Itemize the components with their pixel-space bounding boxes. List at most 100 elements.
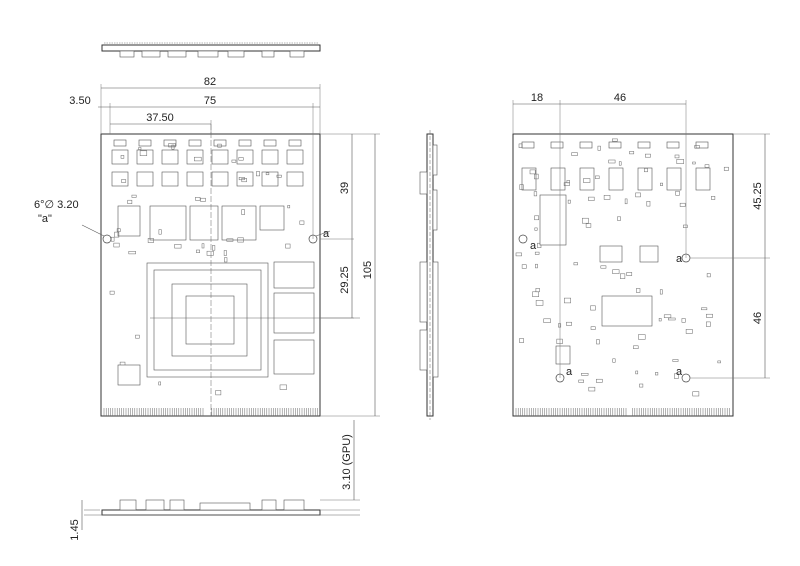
- pcb-component: [608, 159, 616, 164]
- pcb-component: [679, 202, 686, 207]
- pcb-component: [238, 139, 252, 147]
- front-dimensions: [81, 84, 380, 417]
- pcb-component: [128, 251, 136, 255]
- top-edge-view: [101, 42, 321, 58]
- pcb-component: [668, 317, 676, 321]
- pcb-component: [582, 217, 589, 224]
- pcb-component: [723, 166, 729, 171]
- back-board: [512, 133, 734, 417]
- pcb-component: [660, 182, 663, 186]
- pcb-component: [704, 164, 710, 168]
- pcb-component: [206, 250, 214, 256]
- pcb-component: [149, 205, 187, 241]
- pcb-component: [127, 199, 133, 204]
- pcb-component: [556, 338, 563, 344]
- pcb-component: [200, 197, 206, 202]
- dim-height: 105: [362, 261, 374, 279]
- edge-connector: [103, 408, 318, 416]
- pcb-component: [195, 197, 201, 201]
- pcb-component: [221, 205, 257, 241]
- pcb-component: [581, 373, 589, 376]
- pcb-component: [286, 171, 304, 187]
- pcb-component: [121, 179, 127, 183]
- pcb-component: [521, 141, 535, 149]
- dim-width: 82: [204, 76, 216, 88]
- pcb-component: [238, 157, 244, 161]
- pcb-component: [590, 305, 596, 311]
- pcb-component: [201, 243, 205, 249]
- pcb-component: [188, 139, 202, 147]
- pcb-component: [194, 156, 202, 162]
- pcb-component: [638, 334, 646, 340]
- pcb-component: [711, 196, 716, 200]
- dim-pcb-thickness: 1.45: [69, 519, 81, 540]
- pcb-component: [676, 159, 684, 164]
- pcb-component: [618, 161, 622, 166]
- pcb-component: [695, 141, 709, 149]
- pcb-component: [573, 262, 578, 266]
- pcb-component: [658, 318, 662, 322]
- pcb-component: [600, 265, 607, 269]
- pcb-component: [256, 171, 260, 177]
- pcb-component: [590, 326, 596, 330]
- dim-offset-left: 3.50: [69, 95, 90, 107]
- pcb-component: [681, 318, 686, 323]
- pcb-component: [161, 171, 179, 187]
- pcb-component: [529, 169, 536, 175]
- pcb-component: [675, 190, 680, 196]
- pcb-component: [521, 264, 527, 269]
- pcb-component: [637, 141, 651, 149]
- pcb-component: [555, 345, 571, 365]
- pcb-component: [224, 257, 228, 263]
- pcb-component: [109, 290, 115, 295]
- bottom-edge-view: [81, 420, 360, 530]
- pcb-component: [597, 145, 601, 151]
- dim-back-mid: 46: [614, 92, 626, 104]
- pcb-component: [706, 313, 713, 318]
- pcb-component: [612, 358, 616, 363]
- dim-inner: 75: [204, 95, 216, 107]
- pcb-component: [578, 379, 584, 383]
- pcb-component: [617, 216, 621, 221]
- back-hole-marker: a: [566, 366, 573, 378]
- memory-chip: [273, 339, 315, 375]
- pcb-component: [635, 370, 639, 375]
- pcb-component: [287, 205, 291, 209]
- pcb-component: [261, 149, 279, 165]
- dim-hole-from-top: 39: [339, 182, 351, 194]
- pcb-component: [659, 289, 663, 295]
- pcb-component: [639, 383, 644, 388]
- pcb-component: [519, 338, 524, 343]
- pcb-component: [147, 238, 154, 243]
- dim-back-vertical: 46: [752, 312, 764, 324]
- pcb-component: [136, 171, 154, 187]
- pcb-component: [534, 227, 538, 231]
- pcb-component: [189, 205, 219, 241]
- pcb-component: [117, 205, 141, 237]
- pcb-component: [534, 251, 540, 255]
- pcb-component: [588, 196, 595, 201]
- pcb-component: [299, 220, 305, 225]
- pcb-component: [635, 192, 641, 198]
- pcb-component: [158, 229, 162, 235]
- pcb-component: [120, 155, 125, 159]
- back-hole-marker: a: [530, 240, 537, 252]
- pcb-component: [535, 300, 544, 306]
- pcb-component: [171, 144, 175, 150]
- pcb-component: [701, 307, 708, 311]
- pcb-component: [666, 141, 680, 149]
- pcb-component: [519, 184, 524, 190]
- pcb-component: [521, 167, 537, 191]
- pcb-component: [663, 314, 672, 318]
- pcb-component: [596, 378, 603, 383]
- pcb-component: [608, 167, 624, 191]
- pcb-component: [596, 339, 600, 345]
- pcb-component: [550, 141, 564, 149]
- pcb-component: [111, 149, 129, 165]
- pcb-component: [535, 263, 538, 269]
- pcb-component: [706, 321, 711, 327]
- hole-spec: 6°∅ 3.20: [34, 199, 79, 211]
- pcb-component: [518, 143, 523, 148]
- pcb-component: [717, 360, 721, 364]
- pcb-component: [583, 178, 591, 183]
